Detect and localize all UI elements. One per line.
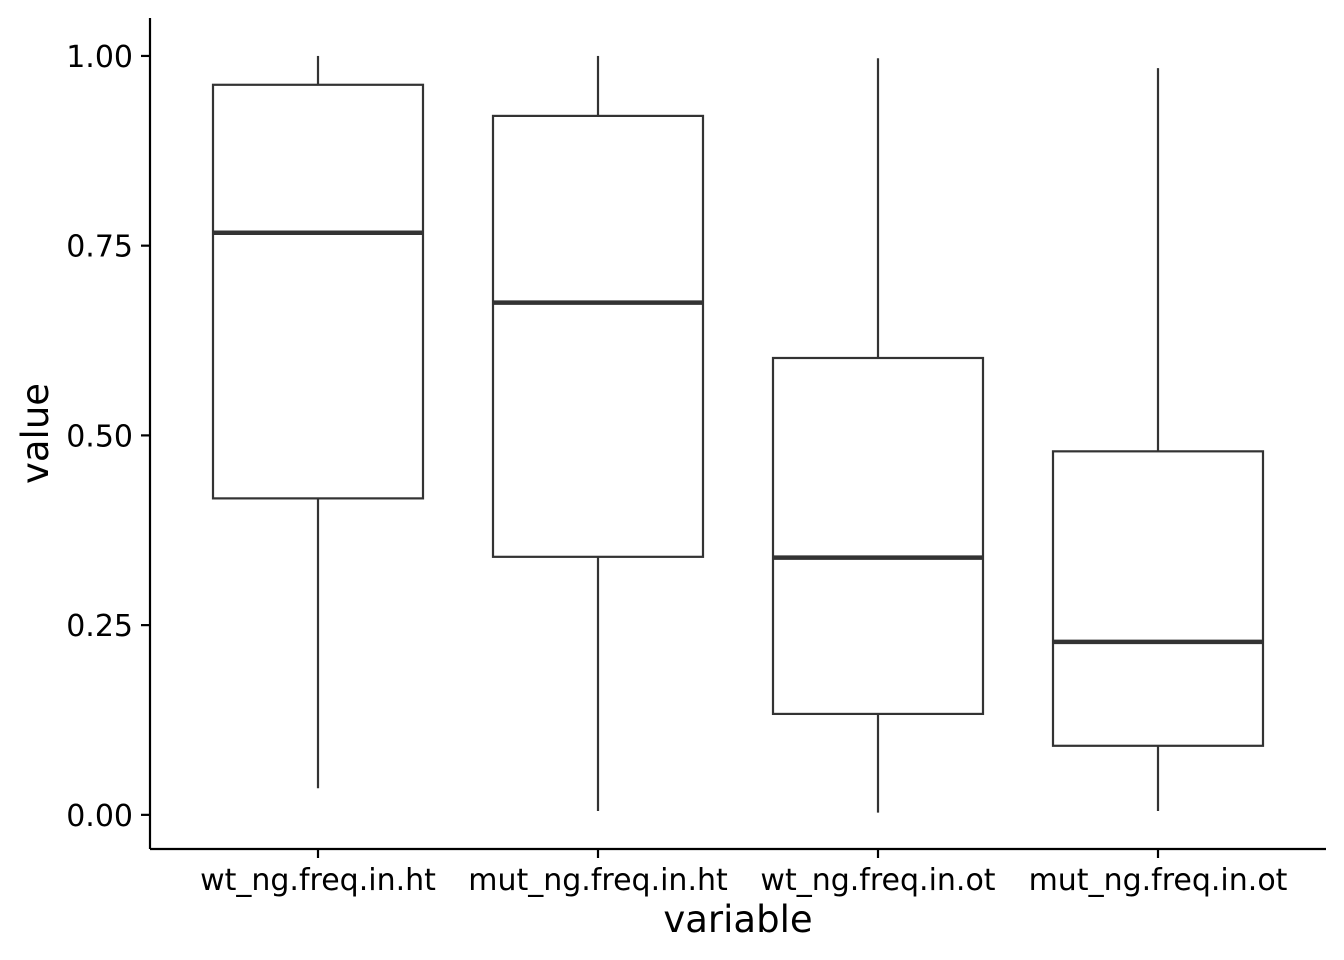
x-tick-label: mut_ng.freq.in.ot xyxy=(1029,863,1288,898)
y-tick-label: 0.50 xyxy=(66,419,133,454)
box-group-3 xyxy=(771,58,985,813)
x-tick-label: mut_ng.freq.in.ht xyxy=(468,863,728,898)
y-tick-label: 0.75 xyxy=(66,230,133,265)
box-group-1 xyxy=(211,55,425,789)
boxes-layer xyxy=(211,55,1265,813)
y-axis-title: value xyxy=(14,383,57,484)
box-group-4 xyxy=(1051,68,1265,812)
x-axis-title: variable xyxy=(663,898,812,941)
x-tick-label: wt_ng.freq.in.ot xyxy=(760,863,995,898)
box-group-2 xyxy=(491,55,705,812)
axes-layer: 0.00 0.25 0.50 0.75 1.00 wt_ng.freq.in.ht mut_… xyxy=(66,18,1326,898)
box-iqr xyxy=(211,83,425,500)
y-tick-label: 1.00 xyxy=(66,40,133,75)
y-tick-label: 0.25 xyxy=(66,609,133,644)
box-iqr xyxy=(1051,450,1265,747)
box-iqr xyxy=(771,356,985,716)
y-tick-label: 0.00 xyxy=(66,799,133,834)
x-tick-label: wt_ng.freq.in.ht xyxy=(200,863,436,898)
box-iqr xyxy=(491,114,705,558)
